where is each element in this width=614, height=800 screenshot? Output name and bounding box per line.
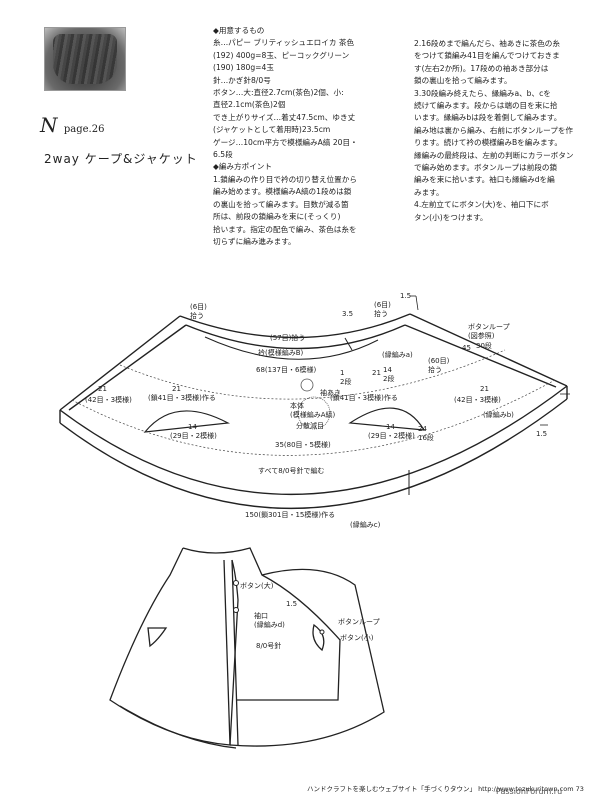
edging-a: (縁編みa) [382,351,413,359]
rows-30: 30段 [476,342,492,350]
edging-b: (縁編みb) [483,411,514,419]
page-reference: N page.26 [40,113,105,137]
dim-1-5-cuff: 1.5 [286,600,298,608]
hem-chain: 150(鎖301目・15模様)作る [245,511,336,519]
watermark: PassionForum.ru [496,787,563,796]
outer-hem-line [59,398,568,510]
rows-1-2: 1 2段 [340,369,352,386]
collar-label: 衿(模様編みB) [258,349,304,357]
length-45: 45 [462,344,471,352]
garment-photo [44,27,126,91]
dim-1-5-top: 1.5 [400,292,412,300]
dim-14-left: 14 [188,423,197,431]
width-35: 35(80目・5模様) [275,441,331,449]
instructions-column-1: ◆用意するもの 糸…パピー ブリティッシュエロイカ 茶色 (192) 400g=… [213,26,358,246]
pickup-label-left: (6目) 拾う [190,303,207,320]
hook-size: 8/0号針 [256,642,282,650]
dim-21-c: 21 [172,385,181,393]
button-loop-cuff: ボタンループ [338,618,380,626]
stitches-42-right: (42目・3模様) [454,396,501,404]
distributed-decrease: 分散減目 [296,422,324,430]
button-large-label: ボタン(大) [240,582,274,590]
stitches-29-right: (29目・2模様) [368,432,415,440]
motif-symbol [297,396,331,430]
dim-3-5: 3.5 [342,310,354,318]
collar-pickup: (57目)拾う [270,334,306,342]
rows-24-16: 24 16段 [418,425,434,442]
rows-14: 14 2段 [383,366,395,383]
stitches-42-left: (42目・3模様) [85,396,132,404]
edging-c: (縁編みc) [350,521,381,529]
page-footer: ハンドクラフトを楽しむウェブサイト「手づくりタウン」 http://www.te… [307,785,584,793]
neck-width: 68(137目・6模様) [256,366,317,374]
pickup-label-right: (6目) 拾う [374,301,391,318]
dim-21-b: 21 [480,385,489,393]
needle-note: すべて8/0号針で編む [258,467,325,475]
chain-41-right: (鎖41目・3模様)作る [330,394,398,402]
body-label: 本体 (模様編みA縞) [290,402,336,419]
pickup-60: (60目) 拾う [428,357,450,374]
dim-21-d: 21 [372,369,381,377]
button-loop-label: ボタンループ (図参照) [468,323,510,340]
pattern-title: 2way ケープ&ジャケット [44,152,198,166]
dim-21-a: 21 [98,385,107,393]
stitches-29-left: (29目・2模様) [170,432,217,440]
instructions-column-2: 2.16段めまで編んだら、袖あきに茶色の糸 をつけて鎖編み41目を編んでつけてお… [414,39,574,222]
outer-hem-inner [59,385,568,496]
dim-1-5-right: 1.5 [536,430,548,438]
cuff-label: 袖口 (縁編みd) [254,612,285,629]
sleeve-opening: 袖あき [320,389,341,397]
jacket-illustration [109,547,385,749]
dim-14-right: 14 [386,423,395,431]
chain-41-left: (鎖41目・3模様)作る [148,394,216,402]
button-small-label: ボタン(小) [340,634,374,642]
